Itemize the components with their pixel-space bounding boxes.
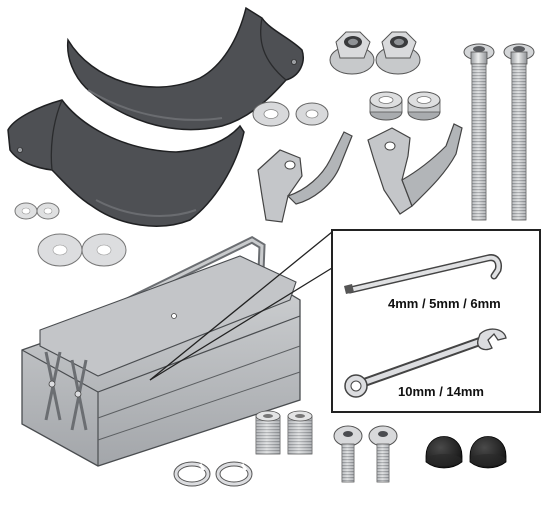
washer-wide-pair <box>37 233 127 267</box>
washer-small-pair <box>14 202 60 220</box>
bolt-cap-left <box>425 436 463 469</box>
short-bolt-left <box>333 425 363 483</box>
long-bolt-right <box>503 43 535 221</box>
spacer-left <box>369 91 403 121</box>
toolbox <box>21 236 301 467</box>
washer-large <box>252 101 290 127</box>
hex-key-icon <box>344 254 502 294</box>
washer-small <box>295 102 329 126</box>
flange-nut-left <box>329 31 375 75</box>
combination-wrench-icon <box>344 328 507 398</box>
callout-pointer <box>149 231 333 381</box>
flange-nut-right <box>375 31 421 75</box>
bolt-cap-right <box>469 436 507 469</box>
hand-guard-lower <box>7 99 245 227</box>
spacer-right <box>407 91 441 121</box>
hex-key-sizes-label: 4mm / 5mm / 6mm <box>388 296 501 311</box>
hand-guard-upper <box>66 6 304 131</box>
long-bolt-left <box>463 43 495 221</box>
split-washer-pair <box>173 461 253 487</box>
short-bolt-right <box>368 425 398 483</box>
mounting-bracket-left <box>257 131 353 223</box>
wrench-sizes-label: 10mm / 14mm <box>398 384 484 399</box>
threaded-spacer-pair <box>255 410 313 455</box>
mounting-bracket-right <box>367 123 463 215</box>
